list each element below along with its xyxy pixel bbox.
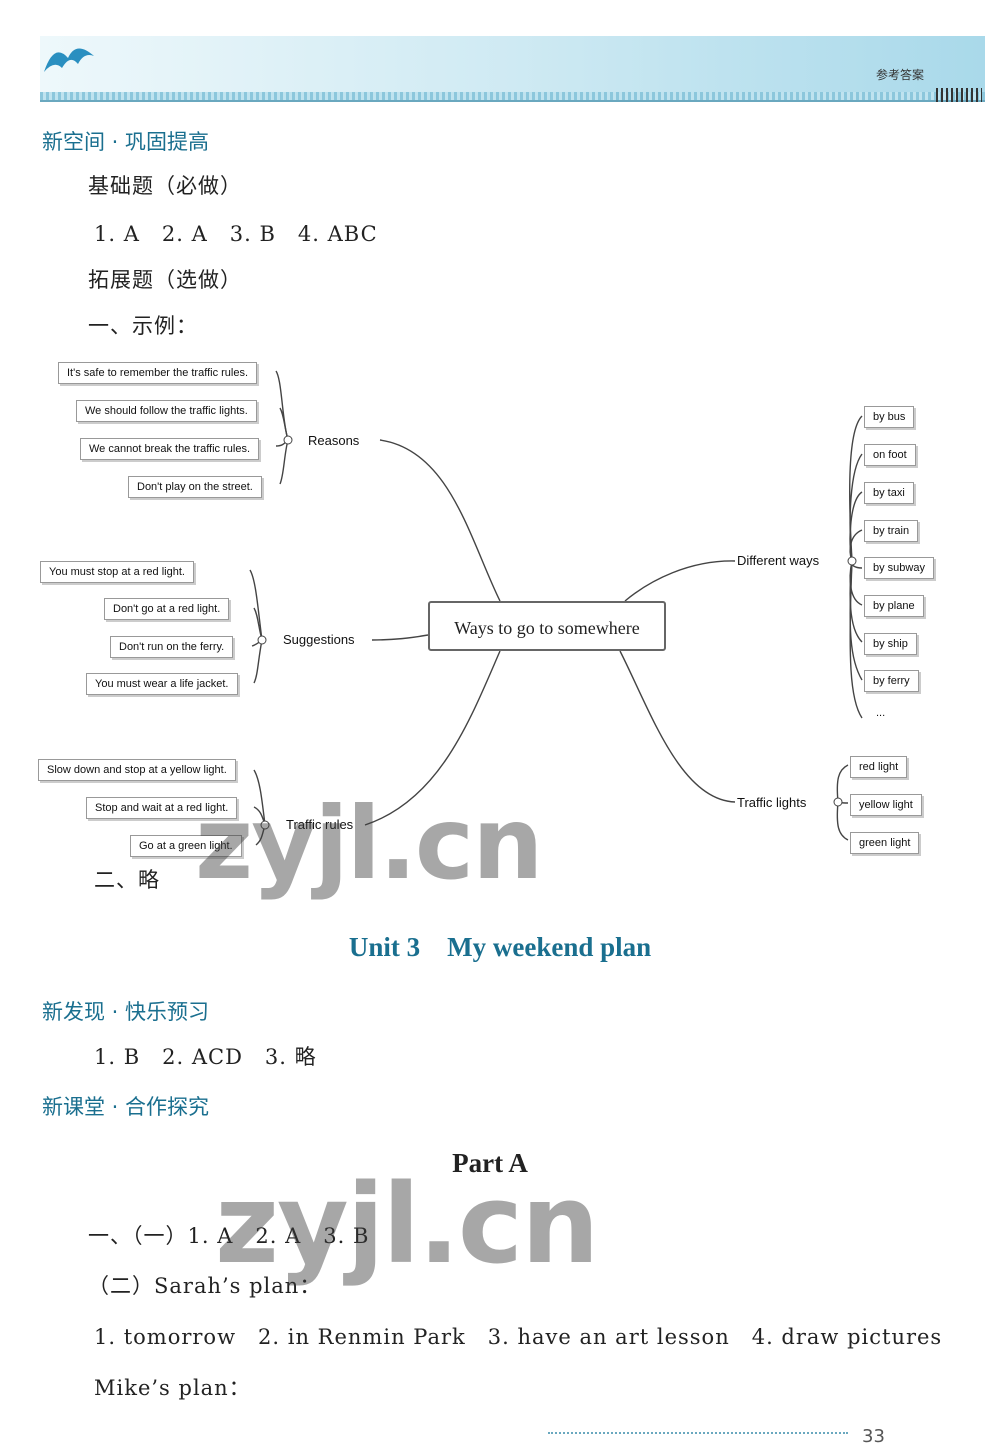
unit-title: Unit 3 My weekend plan	[348, 932, 652, 962]
part-a-line-1: 一、（一）1. A 2. A 3. B	[88, 1224, 370, 1248]
part-a-line-4: Mike’s plan：	[94, 1376, 251, 1400]
rule-node: Go at a green light.	[130, 835, 242, 857]
footer-dotted-rule	[548, 1432, 848, 1434]
way-more: ...	[876, 707, 886, 719]
watermark-text: zyjl.cn	[195, 785, 543, 902]
way-node: by ferry	[864, 670, 919, 692]
way-node: by subway	[864, 557, 934, 579]
header-title: 参考答案	[875, 68, 924, 82]
suggestion-node: You must stop at a red light.	[40, 561, 194, 583]
rule-node: Slow down and stop at a yellow light.	[38, 759, 236, 781]
way-node: by bus	[864, 406, 915, 428]
part-title: Part A	[452, 1148, 528, 1178]
light-node: yellow light	[850, 794, 922, 816]
section-title-preview: 新发现 · 快乐预习	[42, 1000, 210, 1024]
mindmap-center-node: Ways to go to somewhere	[428, 601, 666, 651]
way-node: by plane	[864, 595, 924, 617]
barcode-icon	[936, 88, 982, 102]
preview-answers: 1. B 2. ACD 3. 略	[94, 1045, 317, 1069]
way-node: by ship	[864, 633, 917, 655]
branch-suggestions: Suggestions	[283, 632, 355, 647]
watermark-text: zyjl.cn	[215, 1160, 599, 1288]
extended-heading: 拓展题（选做）	[88, 268, 242, 292]
rule-node: Stop and wait at a red light.	[86, 797, 238, 819]
light-node: red light	[850, 756, 908, 778]
reason-node: Don't play on the street.	[128, 476, 262, 498]
reason-node: We cannot break the traffic rules.	[80, 438, 260, 460]
branch-traffic-lights: Traffic lights	[737, 795, 807, 810]
wave-logo-icon	[44, 48, 94, 72]
part-a-line-3: 1. tomorrow 2. in Renmin Park 3. have an…	[94, 1325, 943, 1349]
way-node: on foot	[864, 444, 916, 466]
way-node: by taxi	[864, 482, 914, 504]
suggestion-node: You must wear a life jacket.	[86, 673, 238, 695]
section-title-explore: 新课堂 · 合作探究	[42, 1095, 210, 1119]
way-node: by train	[864, 520, 919, 542]
header-rule	[40, 100, 985, 102]
mindmap-connectors	[249, 370, 863, 846]
part-two-line: 二、略	[94, 868, 160, 892]
light-node: green light	[850, 832, 920, 854]
branch-reasons: Reasons	[308, 433, 360, 448]
suggestion-node: Don't go at a red light.	[104, 598, 230, 620]
suggestion-node: Don't run on the ferry.	[110, 636, 234, 658]
branch-different-ways: Different ways	[737, 553, 820, 568]
reason-node: It's safe to remember the traffic rules.	[58, 362, 258, 384]
header-band	[40, 36, 985, 102]
reason-node: We should follow the traffic lights.	[76, 400, 257, 422]
basic-heading: 基础题（必做）	[88, 174, 242, 198]
branch-traffic-rules: Traffic rules	[286, 817, 354, 832]
section-title-consolidate: 新空间 · 巩固提高	[42, 130, 210, 154]
part-a-line-2: （二）Sarah’s plan：	[88, 1274, 322, 1298]
example-heading: 一、示例：	[88, 314, 198, 338]
page-number: 33	[862, 1426, 885, 1447]
basic-answers: 1. A 2. A 3. B 4. ABC	[94, 222, 378, 246]
